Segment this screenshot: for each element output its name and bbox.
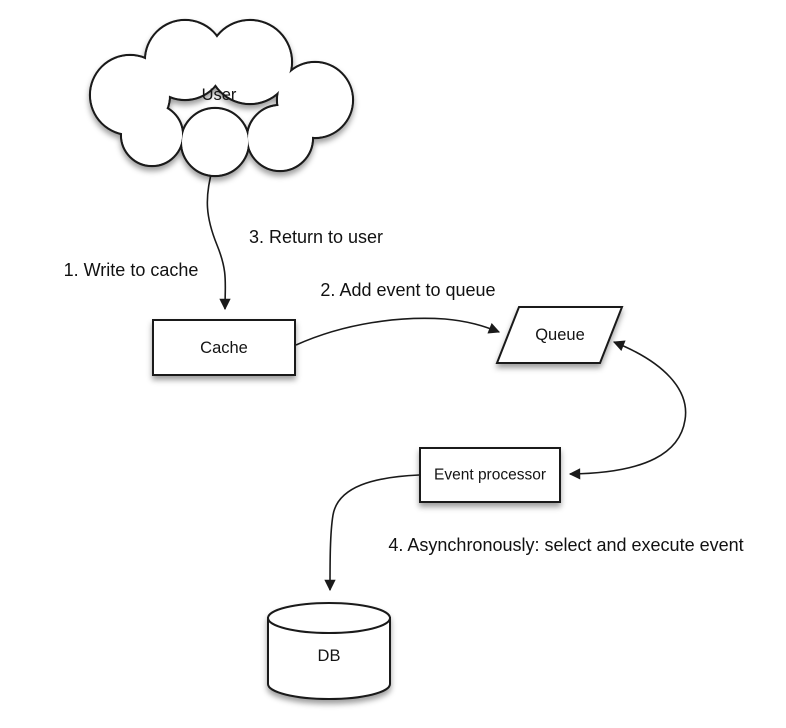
db-node-label: DB: [317, 646, 341, 665]
queue-node-label: Queue: [535, 325, 585, 344]
step-label-write-to-cache: 1. Write to cache: [63, 260, 199, 281]
db-cylinder-shape: [267, 602, 391, 700]
user-cloud-shape: [88, 18, 355, 178]
event-processor-node-label: Event processor: [434, 466, 546, 484]
edge-eventprocessor-to-db-arrow: [324, 474, 420, 592]
event-processor-box-shape: [419, 447, 561, 503]
step-label-return-to-user: 3. Return to user: [248, 227, 384, 248]
step-label-add-event-to-queue: 2. Add event to queue: [320, 280, 496, 301]
user-node-label: User: [201, 85, 237, 104]
cache-node-label: Cache: [200, 338, 248, 357]
edge-queue-eventprocessor-double-arrow: [568, 340, 687, 480]
cache-box-shape: [152, 319, 296, 376]
queue-parallelogram-shape: [495, 306, 624, 364]
edge-user-to-cache-arrow: [206, 166, 231, 311]
edge-cache-to-queue-arrow: [295, 317, 501, 346]
step-label-async-select-execute: 4. Asynchronously: select and execute ev…: [388, 535, 744, 556]
